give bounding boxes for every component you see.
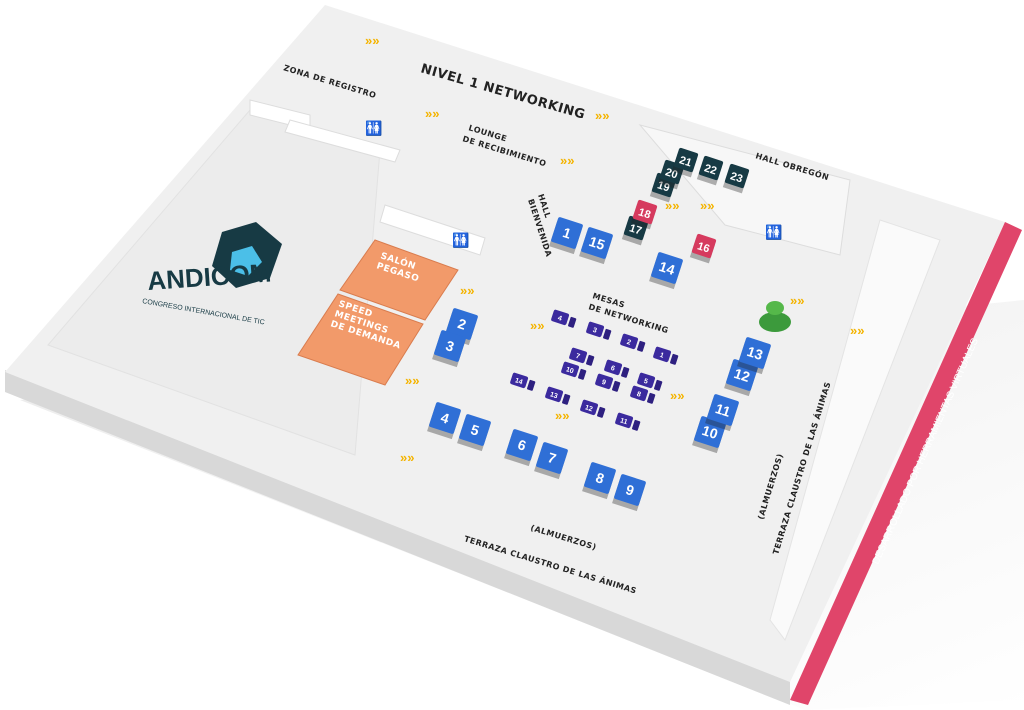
direction-arrow-icon: »» — [665, 198, 679, 213]
floor-slab-side — [5, 370, 790, 705]
booth-1[interactable]: 1 — [549, 217, 583, 255]
table-number: 2 — [626, 339, 632, 347]
booth-16[interactable]: 16 — [689, 233, 717, 264]
booth-5[interactable]: 5 — [457, 414, 491, 452]
booth-4[interactable]: 4 — [427, 402, 461, 440]
booth-number: 12 — [732, 365, 752, 385]
table-number: 14 — [514, 377, 524, 386]
networking-table-2[interactable]: 2 — [620, 333, 647, 352]
booth-13[interactable]: 13 — [737, 337, 771, 375]
direction-arrow-icon: »» — [365, 33, 379, 48]
table-number: 12 — [584, 404, 594, 413]
networking-table-7[interactable]: 7 — [569, 347, 596, 366]
booth-9[interactable]: 9 — [612, 474, 646, 512]
networking-table-1[interactable]: 1 — [653, 346, 680, 365]
table-number: 4 — [557, 315, 563, 323]
booth-number: 18 — [637, 206, 652, 221]
table-number: 9 — [601, 379, 607, 387]
restroom-icon: 🚻 — [452, 232, 469, 249]
networking-table-8[interactable]: 8 — [630, 385, 657, 404]
speed-meetings-room[interactable]: SPEED MEETINGS DE DEMANDA — [297, 293, 424, 386]
table-number: 1 — [659, 352, 665, 360]
booth-7[interactable]: 7 — [534, 442, 568, 480]
networking-table-10[interactable]: 10 — [561, 361, 588, 380]
table-number: 5 — [643, 378, 649, 386]
networking-table-5[interactable]: 5 — [637, 372, 664, 391]
direction-arrow-icon: »» — [555, 408, 569, 423]
booth-2[interactable]: 2 — [444, 308, 478, 346]
networking-table-6[interactable]: 6 — [604, 359, 631, 378]
booth-6[interactable]: 6 — [504, 429, 538, 467]
booth-12[interactable]: 12 — [724, 359, 758, 397]
booth-number: 22 — [703, 162, 718, 177]
footer-strip — [790, 222, 1022, 705]
booth-number: 23 — [729, 170, 744, 185]
salon-pegaso[interactable]: SALÓN PEGASO — [339, 239, 459, 321]
networking-table-14[interactable]: 14 — [510, 372, 537, 391]
booth-number: 10 — [700, 422, 720, 442]
restroom-icon: 🚻 — [765, 224, 782, 241]
booth-14[interactable]: 14 — [649, 252, 683, 290]
booth-number: 20 — [664, 166, 679, 181]
table-number: 6 — [610, 365, 616, 373]
booth-11[interactable]: 11 — [705, 394, 739, 432]
booth-number: 13 — [745, 343, 765, 363]
direction-arrow-icon: »» — [530, 318, 544, 333]
direction-arrow-icon: »» — [700, 198, 714, 213]
booth-15[interactable]: 15 — [579, 227, 613, 265]
booth-22[interactable]: 22 — [696, 155, 724, 186]
booth-number: 14 — [657, 258, 677, 278]
direction-arrow-icon: »» — [405, 373, 419, 388]
networking-table-12[interactable]: 12 — [580, 399, 607, 418]
landmark-plant — [759, 312, 791, 332]
table-number: 11 — [619, 417, 628, 426]
table-number: 10 — [565, 366, 575, 375]
networking-table-11[interactable]: 11 — [615, 412, 642, 431]
direction-arrow-icon: »» — [670, 388, 684, 403]
direction-arrow-icon: »» — [425, 106, 439, 121]
direction-arrow-icon: »» — [560, 153, 574, 168]
booth-23[interactable]: 23 — [722, 163, 750, 194]
table-number: 7 — [575, 353, 581, 361]
booth-number: 11 — [713, 400, 732, 420]
direction-arrow-icon: »» — [400, 450, 414, 465]
booth-number: 17 — [628, 222, 643, 237]
booth-number: 16 — [696, 240, 711, 255]
booth-10[interactable]: 10 — [692, 416, 726, 454]
restroom-icon: 🚻 — [365, 120, 382, 137]
booth-18[interactable]: 18 — [630, 199, 658, 230]
direction-arrow-icon: »» — [850, 323, 864, 338]
booth-3[interactable]: 3 — [432, 330, 466, 368]
networking-table-13[interactable]: 13 — [545, 386, 572, 405]
booth-number: 15 — [587, 233, 607, 253]
direction-arrow-icon: »» — [460, 283, 474, 298]
table-number: 13 — [549, 391, 559, 400]
booth-21[interactable]: 21 — [671, 147, 699, 178]
direction-arrow-icon: »» — [595, 108, 609, 123]
direction-arrow-icon: »» — [790, 293, 804, 308]
networking-table-3[interactable]: 3 — [586, 321, 613, 340]
networking-table-9[interactable]: 9 — [595, 373, 622, 392]
booth-17[interactable]: 17 — [621, 215, 649, 246]
booth-number: 21 — [678, 154, 693, 169]
table-number: 8 — [636, 391, 642, 399]
booth-8[interactable]: 8 — [582, 462, 616, 500]
booth-number: 19 — [656, 179, 671, 194]
networking-table-4[interactable]: 4 — [551, 309, 578, 328]
table-number: 3 — [592, 327, 598, 335]
